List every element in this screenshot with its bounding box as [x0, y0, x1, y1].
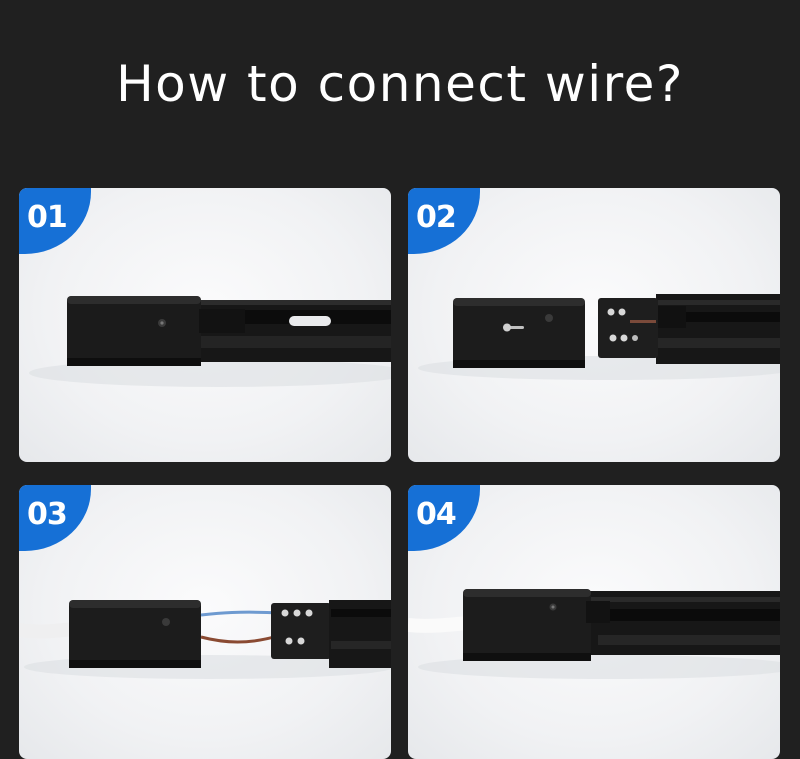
step-panel-02: 02	[408, 188, 780, 462]
step-panel-03: 03	[19, 485, 391, 759]
cap-fitted-image	[408, 589, 780, 679]
step-number: 03	[27, 497, 68, 532]
step-panel-01: 01	[19, 188, 391, 462]
track-end-cap-image	[29, 296, 391, 387]
wires-connected-image	[19, 600, 391, 679]
step-badge: 02	[408, 188, 480, 254]
page-title: How to connect wire?	[116, 55, 684, 113]
step-number: 01	[27, 200, 68, 235]
cap-removed-image	[418, 294, 780, 380]
step-number: 04	[416, 497, 457, 532]
step-number: 02	[416, 200, 457, 235]
step-panel-04: 04	[408, 485, 780, 759]
